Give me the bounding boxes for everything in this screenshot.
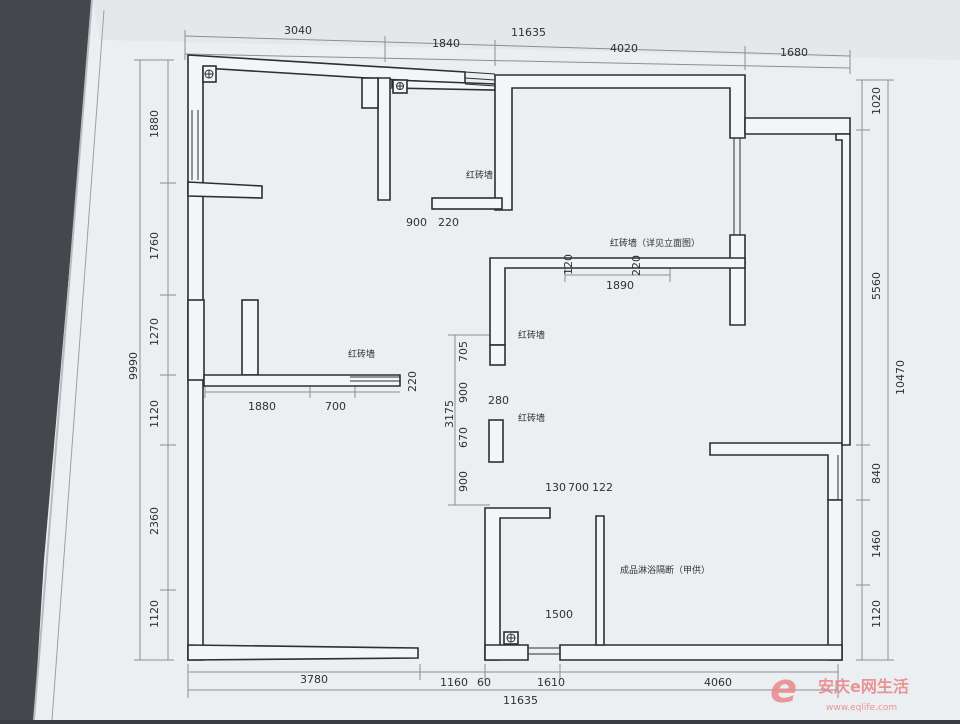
dim-bottom-5: 4060 (704, 676, 732, 689)
label-shower-partition: 成品淋浴隔断（甲供） (620, 564, 710, 576)
dim-3175: 3175 (443, 400, 456, 428)
dim-top-4: 1680 (780, 46, 808, 59)
dim-670: 670 (457, 427, 470, 448)
dim-top-1: 3040 (284, 24, 312, 37)
dim-top-total: 11635 (511, 26, 546, 39)
dim-right-2: 5560 (870, 272, 883, 300)
dim-bottom-4: 1610 (537, 676, 565, 689)
label-brick-wall-column: 红砖墙 (518, 412, 545, 424)
label-brick-wall-mid: 红砖墙 (518, 329, 545, 341)
watermark-brand: 安庆e网生活 (818, 677, 909, 696)
drain-icons (204, 69, 516, 643)
dim-220-left: 220 (406, 371, 419, 392)
dim-130: 130 (545, 481, 566, 494)
dim-1500: 1500 (545, 608, 573, 621)
dim-122: 122 (592, 481, 613, 494)
dim-1890: 1890 (606, 279, 634, 292)
dim-left-1: 1880 (148, 110, 161, 138)
dim-right-5: 1120 (870, 600, 883, 628)
dim-700-bath: 700 (568, 481, 589, 494)
watermark: e 安庆e网生活 www.eqlife.com (770, 666, 909, 713)
dim-left-2: 1760 (148, 232, 161, 260)
inner-dimension-labels: 900 220 1890 1880 700 280 130 700 122 15… (248, 216, 634, 621)
dim-left-4: 1120 (148, 400, 161, 428)
walls (187, 54, 851, 661)
label-brick-wall-top: 红砖墙 (466, 169, 493, 181)
windows (350, 71, 839, 655)
dim-bottom-total: 11635 (503, 694, 538, 707)
dim-1880: 1880 (248, 400, 276, 413)
dim-bottom-1: 3780 (300, 673, 328, 686)
dim-top-2: 1840 (432, 37, 460, 50)
dim-bottom-2: 1160 (440, 676, 468, 689)
label-brick-wall-elevation: 红砖墙（详见立面图） (610, 237, 700, 249)
dimension-lines (134, 30, 894, 698)
dim-705: 705 (457, 341, 470, 362)
dim-900-b: 900 (457, 471, 470, 492)
dim-220-mid: 220 (630, 255, 643, 276)
dim-900-a: 900 (457, 382, 470, 403)
dimension-labels-vertical: 9990 1880 1760 1270 1120 2360 1120 1020 … (127, 87, 907, 628)
dim-left-5: 2360 (148, 507, 161, 535)
label-brick-wall-left: 红砖墙 (348, 348, 375, 360)
dim-left-3: 1270 (148, 318, 161, 346)
dim-bottom-3: 60 (477, 676, 491, 689)
dim-right-1: 1020 (870, 87, 883, 115)
dim-left-total: 9990 (127, 352, 140, 380)
dim-right-total: 10470 (894, 360, 907, 395)
wall-labels: 红砖墙 红砖墙（详见立面图） 红砖墙 红砖墙 红砖墙 成品淋浴隔断（甲供） (348, 169, 710, 576)
watermark-url: www.eqlife.com (826, 703, 897, 713)
watermark-e-logo: e (770, 666, 797, 712)
dim-right-4: 1460 (870, 530, 883, 558)
dim-900-top: 900 (406, 216, 427, 229)
dim-left-6: 1120 (148, 600, 161, 628)
dim-top-3: 4020 (610, 42, 638, 55)
dimension-labels: 3040 1840 11635 4020 1680 3780 1160 60 1… (284, 24, 808, 707)
dim-280: 280 (488, 394, 509, 407)
dim-700-left: 700 (325, 400, 346, 413)
dim-220-top: 220 (438, 216, 459, 229)
dim-120: 120 (562, 254, 575, 275)
dim-right-3: 840 (870, 463, 883, 484)
